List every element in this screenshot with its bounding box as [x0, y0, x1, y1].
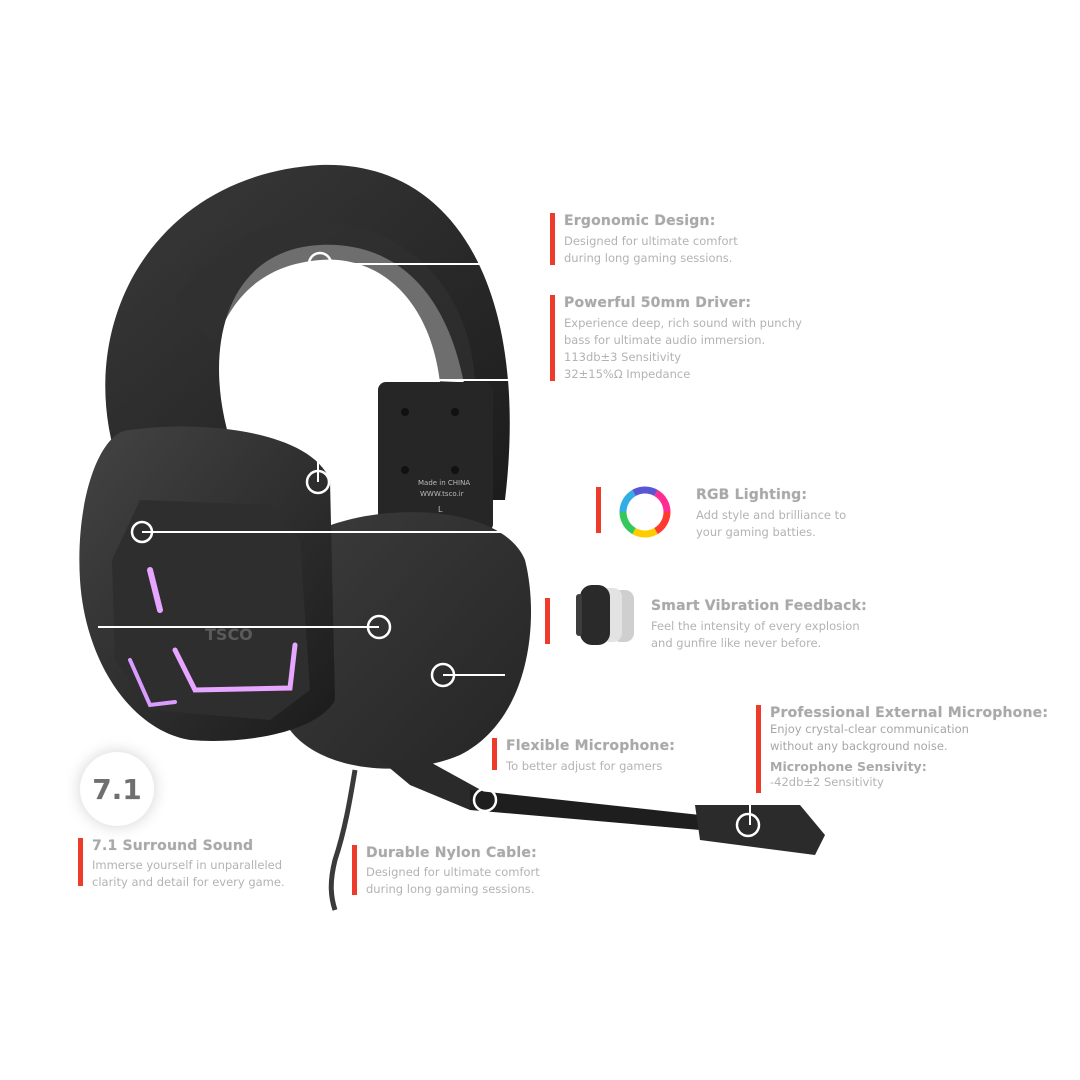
- headband-inner: [175, 220, 475, 382]
- slider: [378, 382, 493, 532]
- side-marking: L: [438, 505, 443, 514]
- feature-title: Ergonomic Design:: [564, 213, 716, 229]
- feature-title: 7.1 Surround Sound: [92, 838, 254, 854]
- callout-slider: [305, 469, 331, 495]
- feature-title: Smart Vibration Feedback:: [651, 598, 867, 614]
- right-ear-pad: [290, 512, 532, 769]
- callout-surround: [366, 614, 392, 640]
- feature-title: Durable Nylon Cable:: [366, 845, 537, 861]
- feature-title: Powerful 50mm Driver:: [564, 295, 752, 311]
- callout-ergonomic: [307, 251, 333, 277]
- rgb-strip-upper: [147, 567, 163, 613]
- brand-logo: TSCO: [205, 625, 253, 644]
- callout-vibration: [430, 662, 456, 688]
- nylon-cable: [328, 769, 358, 911]
- rgb-strip-lower: [172, 642, 298, 693]
- feature-title: Professional External Microphone:: [770, 705, 1049, 721]
- feature-title: RGB Lighting:: [696, 487, 808, 503]
- callout-flex-mic: [472, 787, 498, 813]
- vibration-icon: [576, 585, 634, 645]
- feature-subtitle: Microphone Sensivity:: [770, 759, 927, 774]
- made-in-marking: Made in CHINA: [418, 479, 470, 487]
- mic-capsule: [695, 805, 825, 855]
- callout-ext-mic: [735, 812, 761, 838]
- callout-rgb: [130, 520, 154, 544]
- cup-face: [112, 500, 310, 720]
- mic-arm: [470, 790, 700, 830]
- surround-badge: 7.1: [80, 752, 154, 826]
- rgb-strip-edge: [128, 658, 177, 708]
- headband: [105, 164, 510, 500]
- feature-title: Flexible Microphone:: [506, 738, 676, 754]
- rgb-ring-icon: [619, 486, 671, 538]
- website-marking: WWW.tsco.ir: [420, 490, 464, 498]
- mic-base: [380, 760, 490, 810]
